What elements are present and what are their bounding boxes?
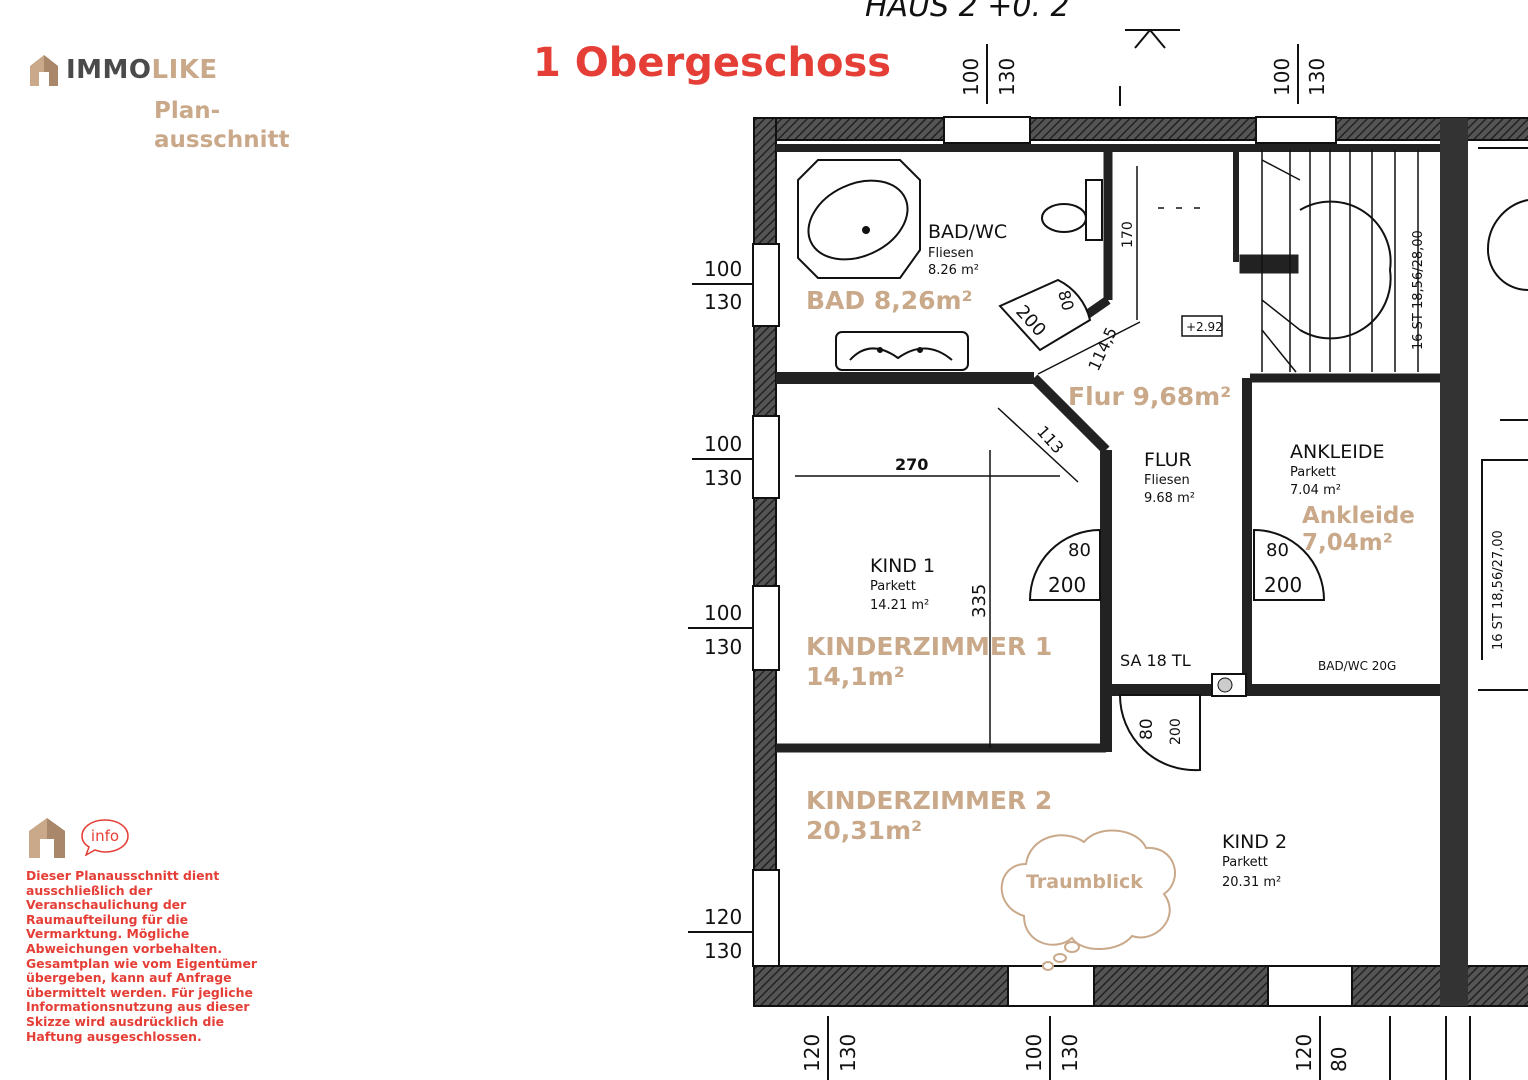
logo-part1: IMMO bbox=[66, 55, 152, 85]
dim-diagonal: 113 bbox=[1033, 422, 1068, 457]
plan-room-texts: BAD/WC Fliesen 8.26 m² FLUR Fliesen 9.68… bbox=[870, 221, 1385, 890]
window-dim-texts-top: 100 130 100 130 bbox=[959, 58, 1329, 96]
bathtub bbox=[797, 159, 921, 279]
svg-text:120: 120 bbox=[704, 905, 742, 929]
ankleide-area: 7.04 m² bbox=[1290, 483, 1341, 498]
cloud-text: Traumblick bbox=[1026, 871, 1143, 893]
svg-text:100: 100 bbox=[704, 432, 742, 456]
svg-text:100: 100 bbox=[1270, 58, 1294, 96]
badwc-small-label: BAD/WC 20G bbox=[1318, 659, 1396, 673]
info-bubble-icon: info bbox=[81, 819, 129, 856]
room-label-ankleide-line2: 7,04m² bbox=[1302, 530, 1393, 556]
svg-text:130: 130 bbox=[1305, 58, 1329, 96]
door-height-4: 200 bbox=[1168, 718, 1184, 745]
bad-area: 8.26 m² bbox=[928, 263, 979, 278]
svg-text:100: 100 bbox=[704, 601, 742, 625]
dim-width-kind1: 270 bbox=[895, 455, 928, 474]
room-label-kind2-line2: 20,31m² bbox=[806, 816, 923, 845]
page-subtitle: Plan- ausschnitt bbox=[154, 98, 290, 153]
dimension-lines bbox=[795, 166, 1200, 748]
room-label-kind2-line1: KINDERZIMMER 2 bbox=[806, 786, 1053, 815]
door-width-1: 80 bbox=[1068, 540, 1091, 561]
staircase bbox=[1261, 150, 1419, 373]
kind1-area: 14.21 m² bbox=[870, 598, 929, 613]
dim-flur-diagonal: 114,5 bbox=[1084, 324, 1121, 374]
svg-text:100: 100 bbox=[704, 257, 742, 281]
door-width-4: 80 bbox=[1137, 718, 1157, 740]
svg-text:100: 100 bbox=[959, 58, 983, 96]
house-logo-icon bbox=[30, 55, 58, 86]
dim-length-kind1: 335 bbox=[969, 584, 990, 618]
info-house-icon bbox=[26, 815, 68, 864]
door-height-1: 200 bbox=[1048, 573, 1086, 597]
svg-text:80: 80 bbox=[1327, 1047, 1351, 1072]
window-dim-texts-left: 100 130 100 130 100 130 120 130 bbox=[704, 257, 742, 963]
window-dims-left bbox=[688, 283, 754, 933]
kind1-floor: Parkett bbox=[870, 579, 916, 594]
flur-floor: Fliesen bbox=[1144, 473, 1190, 488]
level-mark: +2.92 bbox=[1186, 320, 1223, 334]
svg-text:130: 130 bbox=[704, 290, 742, 314]
window-dims-top bbox=[986, 44, 1299, 106]
flur-name: FLUR bbox=[1144, 449, 1192, 471]
outer-walls bbox=[753, 117, 1528, 1007]
door-width-2: 80 bbox=[1266, 540, 1289, 561]
logo-text: IMMOLIKE bbox=[66, 55, 218, 85]
room-label-ankleide: Ankleide 7,04m² bbox=[1302, 503, 1415, 557]
neighbour-unit bbox=[1478, 147, 1528, 691]
door-height-2: 200 bbox=[1264, 573, 1302, 597]
stairs-label: 16 ST 18,56/28,00 bbox=[1411, 230, 1426, 350]
svg-text:130: 130 bbox=[836, 1034, 860, 1072]
svg-text:130: 130 bbox=[704, 635, 742, 659]
page-title: 1 Obergeschoss bbox=[533, 40, 892, 86]
brand-logo: IMMOLIKE bbox=[26, 52, 218, 88]
svg-text:130: 130 bbox=[704, 466, 742, 490]
plan-top-caption: HAUS 2 +0. 2 bbox=[865, 0, 1070, 24]
dim-170: 170 bbox=[1120, 221, 1136, 248]
flur-area: 9.68 m² bbox=[1144, 491, 1195, 506]
kind2-floor: Parkett bbox=[1222, 855, 1268, 870]
svg-text:130: 130 bbox=[1058, 1034, 1082, 1072]
info-label: info bbox=[91, 827, 119, 845]
svg-text:130: 130 bbox=[995, 58, 1019, 96]
room-label-kind2: KINDERZIMMER 2 20,31m² bbox=[806, 786, 1052, 846]
room-label-flur: Flur 9,68m² bbox=[1068, 382, 1232, 411]
room-label-ankleide-line1: Ankleide bbox=[1302, 503, 1415, 529]
room-label-kind1-line1: KINDERZIMMER 1 bbox=[806, 632, 1053, 661]
doors bbox=[998, 278, 1326, 772]
sa-label: SA 18 TL bbox=[1120, 651, 1191, 670]
svg-text:100: 100 bbox=[1022, 1034, 1046, 1072]
toilet bbox=[1041, 179, 1103, 241]
interior-walls bbox=[776, 144, 1440, 753]
windows bbox=[752, 116, 1353, 1007]
thought-cloud bbox=[1000, 829, 1176, 971]
svg-text:130: 130 bbox=[704, 939, 742, 963]
sink bbox=[835, 331, 969, 371]
room-label-kind1: KINDERZIMMER 1 14,1m² bbox=[806, 632, 1052, 692]
kind2-name: KIND 2 bbox=[1222, 831, 1287, 853]
svg-text:120: 120 bbox=[1292, 1034, 1316, 1072]
room-label-kind1-line2: 14,1m² bbox=[806, 662, 905, 691]
bad-name: BAD/WC bbox=[928, 221, 1007, 243]
kind1-name: KIND 1 bbox=[870, 555, 935, 577]
ankleide-floor: Parkett bbox=[1290, 465, 1336, 480]
window-dims-bottom bbox=[827, 1016, 1471, 1080]
bad-floor: Fliesen bbox=[928, 246, 974, 261]
stairs-label-2: 16 ST 18,56/27,00 bbox=[1491, 530, 1506, 650]
window-dim-texts-bottom: 120 130 100 130 120 80 bbox=[800, 1034, 1351, 1072]
svg-text:120: 120 bbox=[800, 1034, 824, 1072]
disclaimer-text: Dieser Planausschnitt dient ausschließli… bbox=[26, 868, 257, 1044]
door-width-3: 80 bbox=[1054, 288, 1078, 313]
room-label-bad: BAD 8,26m² bbox=[806, 286, 973, 315]
kind2-area: 20.31 m² bbox=[1222, 875, 1281, 890]
logo-part2: LIKE bbox=[151, 55, 218, 85]
ankleide-name: ANKLEIDE bbox=[1290, 441, 1385, 463]
